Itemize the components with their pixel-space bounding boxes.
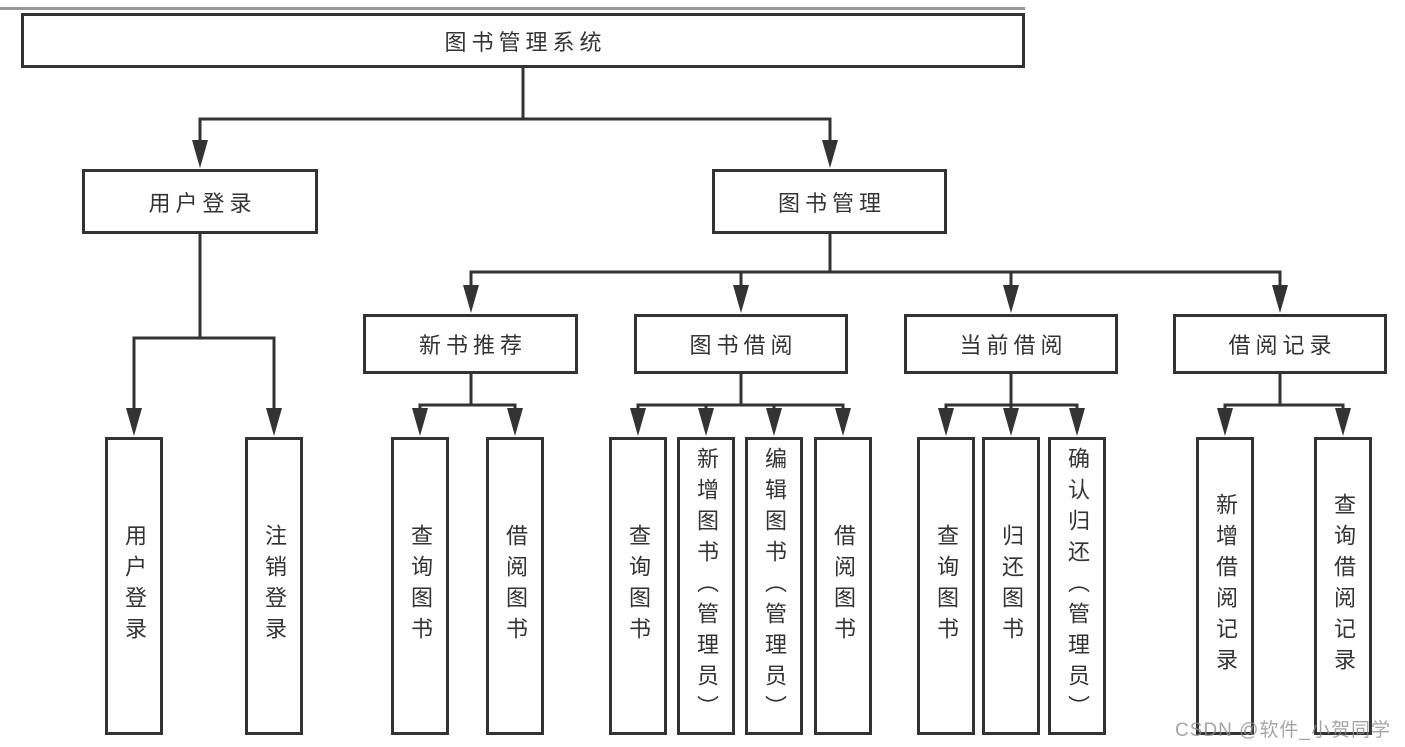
leaf-current-return-book: 归还图书 <box>982 437 1040 735</box>
node-current-borrowing: 当前借阅 <box>904 314 1118 374</box>
node-label: 编辑图书（管理员） <box>762 446 787 726</box>
node-label: 新增借阅记录 <box>1213 493 1238 679</box>
leaf-recommend-query-book: 查询图书 <box>391 437 449 735</box>
arrow-down-icons <box>126 140 1351 436</box>
node-label: 查询借阅记录 <box>1331 493 1356 679</box>
node-root-library-system: 图书管理系统 <box>21 13 1025 68</box>
leaf-recommend-borrow-book: 借阅图书 <box>486 437 544 735</box>
node-new-book-recommend: 新书推荐 <box>363 314 578 374</box>
leaf-borrowing-query-book: 查询图书 <box>609 437 667 735</box>
node-label: 借阅图书 <box>503 524 528 648</box>
csdn-watermark: CSDN @软件_小贺同学 <box>1175 720 1391 741</box>
node-label: 用户登录 <box>122 524 147 648</box>
node-label: 查询图书 <box>626 524 651 648</box>
node-label: 当前借阅 <box>959 333 1068 358</box>
node-label: 借阅图书 <box>831 524 856 648</box>
leaf-records-add-borrow-record: 新增借阅记录 <box>1196 437 1254 735</box>
leaf-borrowing-borrow-book: 借阅图书 <box>814 437 872 735</box>
leaf-records-query-borrow-record: 查询借阅记录 <box>1314 437 1372 735</box>
node-label: 查询图书 <box>408 524 433 648</box>
leaf-borrowing-edit-book-admin: 编辑图书（管理员） <box>745 437 803 735</box>
leaf-current-query-book: 查询图书 <box>917 437 975 735</box>
node-label: 归还图书 <box>999 524 1024 648</box>
node-label: 图书借阅 <box>689 333 798 358</box>
node-label: 注销登录 <box>262 524 287 648</box>
leaf-borrowing-add-book-admin: 新增图书（管理员） <box>677 437 735 735</box>
node-label: 图书管理 <box>777 190 886 216</box>
node-book-management: 图书管理 <box>712 169 947 234</box>
node-label: 查询图书 <box>934 524 959 648</box>
node-label: 新书推荐 <box>418 333 527 358</box>
node-label: 借阅记录 <box>1228 333 1337 358</box>
leaf-logout: 注销登录 <box>245 437 303 735</box>
node-book-borrowing: 图书借阅 <box>634 314 848 374</box>
node-user-login: 用户登录 <box>82 169 318 234</box>
node-label: 图书管理系统 <box>444 29 607 55</box>
leaf-current-confirm-return-admin: 确认归还（管理员） <box>1048 437 1106 735</box>
node-label: 新增图书（管理员） <box>694 446 719 726</box>
node-label: 用户登录 <box>148 190 257 216</box>
leaf-user-login: 用户登录 <box>105 437 163 735</box>
node-label: 确认归还（管理员） <box>1065 446 1090 726</box>
node-borrowing-records: 借阅记录 <box>1173 314 1387 374</box>
top-edge-line <box>0 7 1025 10</box>
